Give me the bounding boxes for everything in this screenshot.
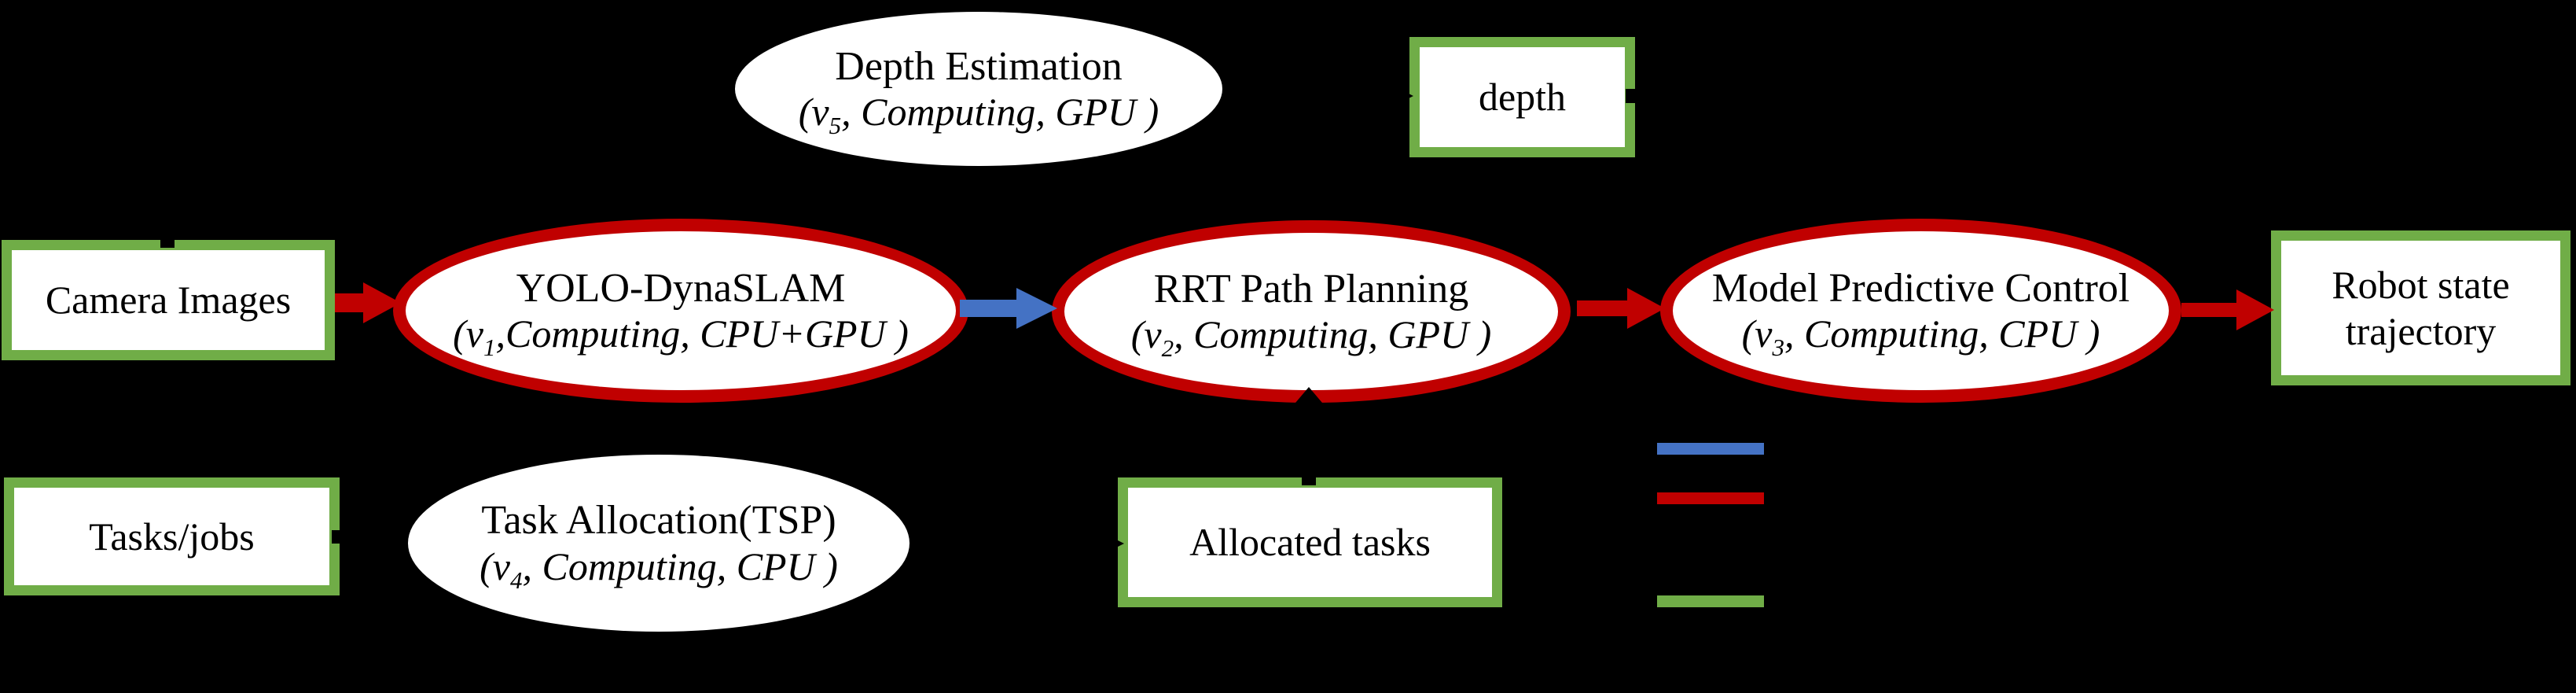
data-node-depth: depth <box>1409 37 1635 157</box>
node-title: RRT Path Planning <box>1153 266 1469 311</box>
connector-stub-camera-top-icon <box>160 238 175 248</box>
arrow-mpc-to-robot-state-icon <box>2181 289 2274 330</box>
legend-red-line-icon <box>1657 492 1764 504</box>
box-label: Camera Images <box>45 278 292 322</box>
task-node-depth-estimation: Depth Estimation (v5, Computing, GPU ) <box>735 12 1222 166</box>
arrowhead-into-allocated-tasks-icon <box>1108 536 1124 551</box>
box-label: Tasks/jobs <box>89 514 255 558</box>
box-label: Robot state <box>2332 262 2510 307</box>
box-label: trajectory <box>2345 308 2497 353</box>
connector-stub-depth-right-icon <box>1626 89 1638 103</box>
node-title: Task Allocation(TSP) <box>481 498 836 544</box>
data-node-robot-state-trajectory: Robot state trajectory <box>2271 230 2570 385</box>
data-node-tasks-jobs: Tasks/jobs <box>4 477 340 595</box>
task-node-model-predictive-control: Model Predictive Control (v3, Computing,… <box>1660 219 2181 403</box>
node-title: YOLO-DynaSLAM <box>516 265 846 311</box>
arrow-rrt-to-mpc-icon <box>1577 288 1665 329</box>
arrowhead-into-mpc-top-icon <box>1909 203 1932 219</box>
task-node-task-allocation: Task Allocation(TSP) (v4, Computing, CPU… <box>408 455 910 632</box>
node-tuple: (v2, Computing, GPU ) <box>1130 312 1492 363</box>
arrow-yolo-to-rrt-icon <box>960 288 1057 329</box>
box-label: depth <box>1478 75 1567 119</box>
arrowhead-into-depth-box-icon <box>1396 87 1413 105</box>
connector-stub-allocated-tasks-top-icon <box>1302 476 1316 485</box>
node-tuple: (v5, Computing, GPU ) <box>798 90 1159 140</box>
node-tuple: (v4, Computing, CPU ) <box>480 544 838 594</box>
legend-blue-line-icon <box>1657 443 1764 455</box>
legend-green-box-icon <box>1657 595 1764 607</box>
node-tuple: (v3, Computing, CPU ) <box>1741 311 2100 362</box>
data-node-allocated-tasks: Allocated tasks <box>1118 477 1502 607</box>
arrow-camera-images-to-yolo-icon <box>335 282 401 323</box>
node-title: Model Predictive Control <box>1711 265 2130 311</box>
connector-stub-tasks-jobs-right-icon <box>332 530 341 544</box>
arrowhead-into-rrt-bottom-icon <box>1295 387 1322 403</box>
data-node-camera-images: Camera Images <box>2 240 335 360</box>
task-node-yolo-dynaslam: YOLO-DynaSLAM (v1,Computing, CPU+GPU ) <box>393 219 968 403</box>
node-tuple: (v1,Computing, CPU+GPU ) <box>453 311 909 362</box>
node-title: Depth Estimation <box>835 43 1123 89</box>
box-label: Allocated tasks <box>1189 520 1431 564</box>
task-node-rrt-path-planning: RRT Path Planning (v2, Computing, GPU ) <box>1052 220 1571 403</box>
